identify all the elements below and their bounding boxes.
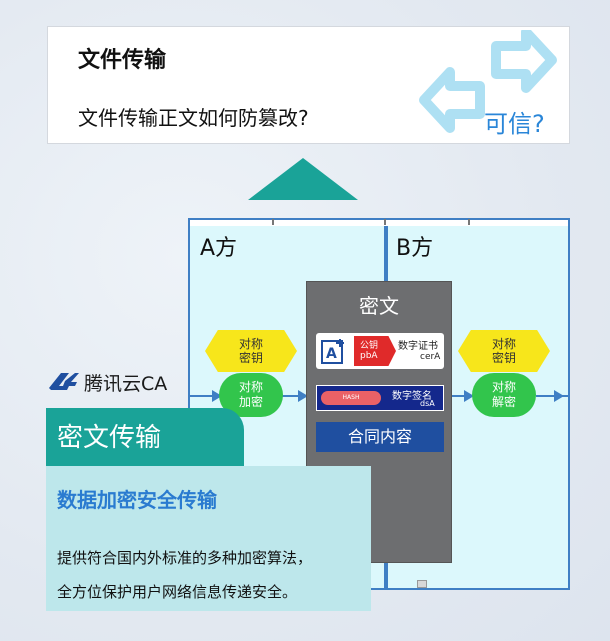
contract-content-box: 合同内容	[316, 422, 444, 452]
ciphertext-title: 密文	[359, 294, 399, 318]
flow-line	[188, 395, 220, 397]
public-key-tag	[354, 336, 396, 366]
trust-question-label: 可信?	[484, 110, 545, 138]
party-a-label: A方	[200, 236, 238, 261]
flow-line	[536, 395, 570, 397]
up-arrow-triangle-icon	[248, 158, 358, 200]
tencent-cloud-ca-logo-icon	[49, 373, 79, 390]
flow-line	[452, 395, 472, 397]
flow-arrow-icon	[554, 390, 564, 402]
sender-symmetric-key: 对称 密钥	[205, 330, 297, 372]
panel-handle	[417, 580, 427, 588]
feature-tab-title: 密文传输	[57, 423, 162, 453]
flow-line	[282, 395, 306, 397]
hash-badge: HASH	[321, 391, 381, 405]
feature-info-box	[46, 466, 371, 611]
svg-text:A: A	[326, 346, 337, 362]
feature-tab-header	[46, 408, 244, 466]
party-b-label: B方	[396, 236, 434, 261]
feature-description-line: 全方位保护用户网络信息传递安全。	[57, 583, 298, 601]
bidirectional-arrows-icon	[419, 30, 557, 133]
flow-arrow-icon	[464, 390, 474, 402]
signature-id: dsA	[420, 399, 435, 408]
receiver-symmetric-key: 对称 密钥	[458, 330, 550, 372]
certificate-name: 数字证书	[398, 341, 438, 352]
feature-heading: 数据加密安全传输	[57, 488, 217, 512]
certificate-id: cerA	[420, 352, 441, 362]
public-key-id: pbA	[360, 351, 378, 361]
panel-top-strip	[190, 220, 568, 226]
brand-name: 腾讯云CA	[84, 373, 168, 395]
signature-name: 数字签名	[392, 391, 432, 402]
certificate-icon: A	[321, 339, 344, 364]
panel-tick	[272, 219, 274, 225]
feature-description-line: 提供符合国内外标准的多种加密算法，	[57, 549, 313, 567]
public-key-label: 公钥	[360, 341, 379, 351]
flow-arrow-icon	[212, 390, 222, 402]
flow-arrow-icon	[298, 390, 308, 402]
header-title: 文件传输	[78, 48, 167, 73]
panel-tick	[468, 219, 470, 225]
receiver-symmetric-decrypt: 对称 解密	[472, 373, 536, 417]
panel-tick	[384, 219, 386, 225]
header-question: 文件传输正文如何防篡改?	[78, 106, 309, 130]
